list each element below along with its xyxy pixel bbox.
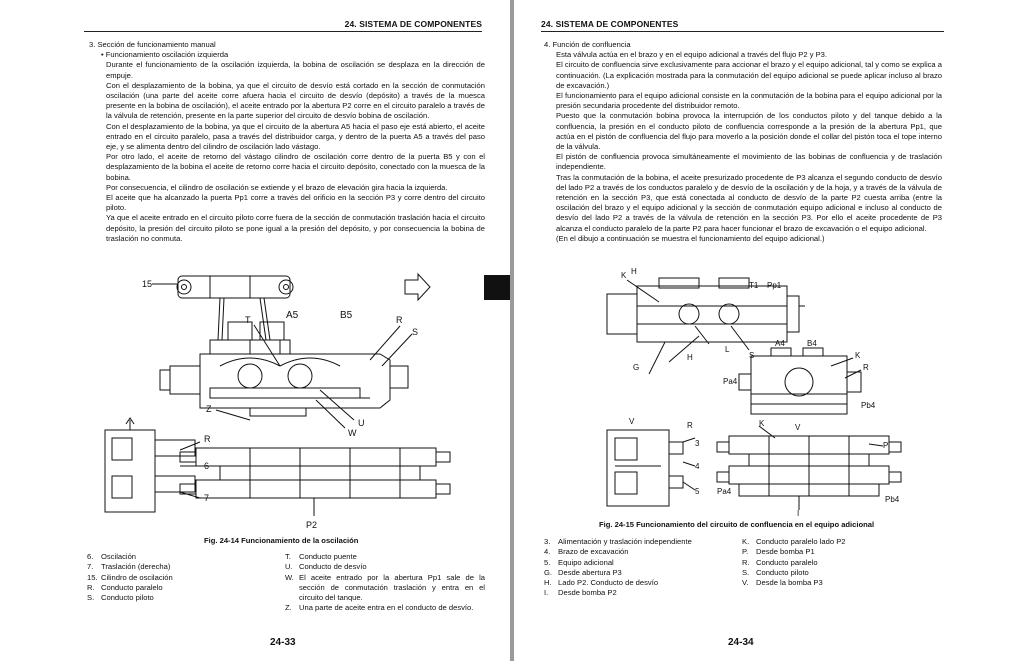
paragraph: Por otro lado, el aceite de retorno del … [106,152,485,182]
legend-item: Z.Una parte de aceite entra en el conduc… [285,603,474,613]
page-number: 24-34 [728,637,754,648]
figure-label: B5 [340,310,353,321]
figure-label: K [759,419,765,428]
figure-label: A5 [286,310,299,321]
paragraph: Por consecuencia, el cilindro de oscilac… [106,182,448,192]
paragraph: Tras la conmutación de la bobina, el ace… [556,172,942,233]
figure-label: A4 [775,339,785,348]
figure-label: Z [206,404,212,414]
header-rule [84,31,482,32]
figure-label: K [621,271,627,280]
legend-item: U.Conducto de desvío [285,562,367,572]
page-left: 24. SISTEMA DE COMPONENTES 3. Sección de… [0,0,510,661]
figure-label: W [348,428,357,438]
paragraph: Puesto que la conmutación bobina provoca… [556,111,942,152]
figure-label: U [358,418,365,428]
page-header: 24. SISTEMA DE COMPONENTES [541,19,679,29]
figure-label: 7 [204,493,209,503]
paragraph: Durante el funcionamiento de la oscilaci… [106,60,485,80]
figure-label: Pa4 [717,487,732,496]
figure-label: 4 [695,462,700,471]
figure-label: R [396,315,403,325]
figure-label: R [204,434,211,444]
legend-column-right: T.Conducto puente U.Conducto de desvío W… [285,552,485,614]
bullet-heading: • Funcionamiento oscilación izquierda [101,50,229,60]
legend-column-left: 6.Oscilación 7.Traslación (derecha) 15.C… [87,552,272,603]
figure-label: G [633,363,639,372]
figure-label: 3 [695,439,700,448]
section-tab-marker [484,275,510,300]
legend-item: T.Conducto puente [285,552,357,561]
paragraph: (En el dibujo a continuación se muestra … [556,233,825,243]
legend-item: 15.Cilindro de oscilación [87,572,173,582]
figure-caption: Fig. 24-15 Funcionamiento del circuito d… [599,520,875,529]
legend-item: K.Conducto paralelo lado P2 [742,537,846,546]
figure-label: 5 [695,487,700,496]
page-number: 24-33 [270,637,296,648]
figure-caption: Fig. 24-14 Funcionamiento de la oscilaci… [204,536,359,545]
paragraph: El circuito de confluencia sirve exclusi… [556,60,942,90]
legend-item: R.Conducto paralelo [742,557,818,567]
legend-column-left: 3.Alimentación y traslación independient… [544,537,744,599]
figure-label: 15 [142,279,152,289]
paragraph: El aceite que ha alcanzado la puerta Pp1… [106,193,485,213]
body-text: 4. Función de confluencia Esta válvula a… [544,40,942,244]
header-rule [541,31,944,32]
section-title: 4. Función de confluencia [544,40,631,49]
legend-item: 6.Oscilación [87,552,137,561]
figure-label: H [687,353,693,362]
page-header: 24. SISTEMA DE COMPONENTES [344,19,482,29]
figure-label: Pb4 [885,495,900,504]
paragraph: El pistón de confluencia provoca simultá… [556,152,942,172]
figure-label: I [797,509,799,518]
legend-item: 5.Equipo adicional [544,557,614,567]
figure-confluence-diagram: K H T1 Pp1 G L S H A4 B4 K R Pa4 Pb4 V R… [606,267,902,518]
figure-label: S [749,351,754,360]
figure-label: L [725,345,730,354]
paragraph: El funcionamiento para el equipo adicion… [556,91,942,111]
legend-item: I.Desde bomba P2 [544,588,617,598]
figure-label: P2 [306,520,317,530]
figure-label: V [629,417,635,426]
page-gutter [510,0,514,661]
legend-item: 7.Traslación (derecha) [87,562,171,572]
figure-label: R [687,421,693,430]
figure-label: S [412,327,418,337]
legend-item: R.Conducto paralelo [87,582,163,592]
figure-oscillation-diagram: 15 T A5 B5 R S Z U W R 6 7 P2 [104,272,451,530]
legend-column-right: K.Conducto paralelo lado P2 P.Desde bomb… [742,537,922,588]
section-title: 3. Sección de funcionamiento manual [89,40,216,49]
legend-item: S.Conducto piloto [742,567,809,577]
legend-item: 4.Brazo de excavación [544,547,629,557]
figure-label: Pa4 [723,377,738,386]
legend-item: W.El aceite entrado por la abertura Pp1 … [285,572,485,603]
figure-label: V [795,423,801,432]
figure-label: T [245,315,251,325]
figure-label: Pp1 [767,281,782,290]
legend-item: S.Conducto piloto [87,593,154,603]
figure-label: 6 [204,461,209,471]
paragraph: Con el desplazamiento de la bobina, ya q… [106,80,485,121]
paragraph: Ya que el aceite entrado en el circuito … [106,213,485,243]
figure-label: B4 [807,339,817,348]
legend-item: H.Lado P2. Conducto de desvío [544,578,659,588]
page-right: 24. SISTEMA DE COMPONENTES 4. Función de… [514,0,1024,661]
paragraph: Esta válvula actúa en el brazo y en el e… [556,50,828,60]
legend-item: G.Desde abertura P3 [544,567,622,577]
paragraph: Con el desplazamiento de la bobina, ya q… [106,121,485,152]
figure-label: Pb4 [861,401,876,410]
figure-label: H [631,267,637,276]
figure-label: P [883,441,888,450]
figure-label: K [855,351,861,360]
legend-item: V.Desde la bomba P3 [742,578,823,588]
figure-label: R [863,363,869,372]
legend-item: P.Desde bomba P1 [742,547,815,557]
figure-label: T1 [749,281,759,290]
legend-item: 3.Alimentación y traslación independient… [544,537,692,546]
body-text: 3. Sección de funcionamiento manual • Fu… [89,40,485,244]
